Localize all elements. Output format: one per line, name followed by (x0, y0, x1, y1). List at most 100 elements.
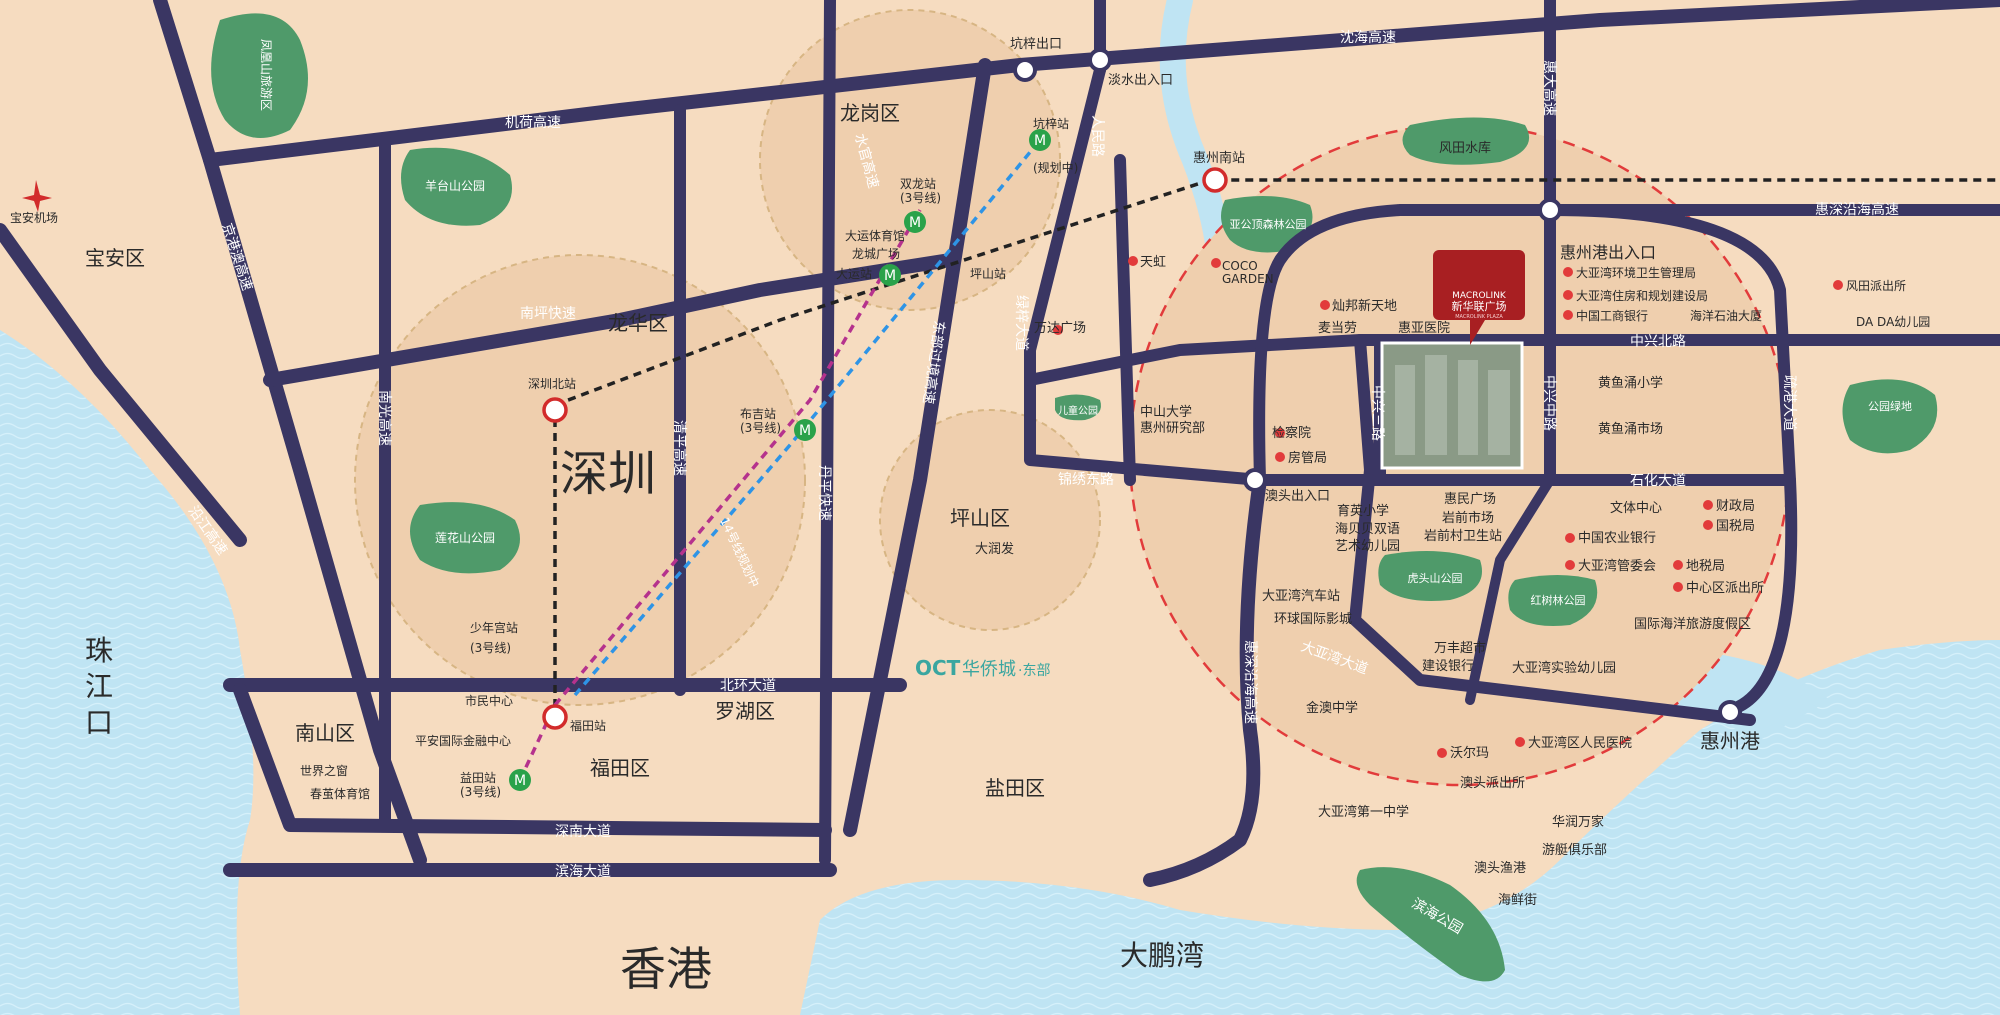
road-label-zhongxing-zhong: 中兴中路 (1541, 375, 1557, 431)
label-huizhougang: 惠州港 (1700, 729, 1760, 753)
sea (0, 330, 2000, 1015)
road-label-nanping: 南坪快速 (520, 306, 576, 322)
station-label-yitian: 益田站(3号线) (460, 771, 501, 799)
zhujiangkou-1: 珠 (85, 634, 113, 667)
poi-guanweihui: 大亚湾管委会 (1578, 558, 1656, 574)
railway-stations (542, 167, 1228, 730)
station-label-pingan: 平安国际金融中心 (415, 733, 511, 748)
poi-huimin: 惠民广场 (1444, 492, 1496, 507)
road-label-renmin: 人民路 (1089, 115, 1105, 157)
road-label-zhongxing-san: 中兴三路 (1369, 385, 1385, 441)
poi-cinema: 环球国际影城 (1274, 612, 1352, 627)
poi-zhongshan: 中山大学惠州研究部 (1140, 404, 1205, 436)
svg-text:M: M (514, 773, 526, 789)
label-hongkong: 香港 (620, 942, 712, 996)
parks (211, 13, 1938, 982)
zhongshan-line1: 中山大学 (1140, 404, 1192, 420)
station-label-dayun-gym: 大运体育馆 (845, 228, 905, 243)
poi-dada: DA DA幼儿园 (1856, 315, 1930, 329)
station-label-buji: 布吉站(3号线) (740, 407, 781, 435)
road-label-huishen-yanhai-top: 惠深沿海高速 (1815, 201, 1899, 218)
station-label-shijiezhichuang: 世界之窗 (300, 764, 348, 778)
road-label-shennan: 深南大道 (555, 824, 611, 840)
poi-no1-middle: 大亚湾第一中学 (1318, 804, 1409, 820)
station-label-longcheng: 龙城广场 (852, 247, 900, 261)
road-label-huida: 惠大高速 (1541, 60, 1558, 116)
kengzi-line2: (规划中) (1033, 160, 1078, 175)
poi-ccb: 建设银行 (1422, 659, 1474, 674)
park-label-children: 儿童公园 (1058, 404, 1098, 417)
buji-line1: 布吉站 (740, 407, 776, 421)
poi-wanfeng: 万丰超市 (1434, 640, 1486, 656)
poi-resort: 国际海洋旅游度假区 (1634, 616, 1751, 632)
park-label-yaqing: 亚公顶森林公园 (1230, 217, 1307, 231)
park-label-fenghuangshan: 凤凰山旅游区 (259, 39, 273, 111)
buji-line2: (3号线) (740, 421, 781, 435)
station-label-shaoniangong: 少年宫站(3号线) (470, 620, 518, 655)
label-futian: 福田区 (590, 756, 650, 780)
road-label-binhai: 滨海大道 (555, 864, 611, 880)
poi-hy-market: 黄鱼涌市场 (1598, 421, 1663, 437)
poi-guoshui: 国税局 (1716, 519, 1755, 534)
road-label-lvzi: 绿梓大道 (1013, 295, 1029, 351)
poi-abc: 中国农业银行 (1578, 531, 1656, 546)
poi-cnooc: 海洋石油大厦 (1690, 308, 1762, 323)
label-pingshan: 坪山区 (950, 506, 1010, 530)
airport-icon (22, 180, 52, 212)
poi-caizheng: 财政局 (1716, 499, 1755, 514)
road-label-jinxiu-dong: 锦绣东路 (1058, 471, 1114, 488)
coco-line2: GARDEN (1222, 272, 1274, 286)
shuanglong-line1: 双龙站 (900, 177, 936, 191)
poi-haibeibei: 海贝贝双语艺术幼儿园 (1335, 522, 1400, 554)
yitian-line1: 益田站 (460, 771, 496, 785)
svg-text:M: M (909, 215, 921, 231)
poi-fengtian-police: 风田派出所 (1846, 279, 1906, 293)
station-label-shenzhen-north: 深圳北站 (528, 377, 576, 391)
road-label-shihua: 石化大道 (1630, 473, 1686, 489)
project-logo-en: MACROLINK (1452, 291, 1507, 301)
poi-housing: 大亚湾住房和规划建设局 (1576, 288, 1708, 303)
svg-text:M: M (799, 423, 811, 439)
label-longgang: 龙岗区 (840, 101, 900, 125)
coco-line1: COCO (1222, 259, 1258, 273)
road-label-jihe: 机荷高速 (505, 114, 561, 131)
station-label-huizhougang-exit: 惠州港出入口 (1560, 243, 1656, 262)
oct-cn: 华侨城 (962, 659, 1016, 680)
project-marker (1380, 250, 1525, 470)
project-logo-sub: MACROLINK PLAZA (1455, 314, 1503, 320)
label-luohu: 罗湖区 (715, 699, 775, 723)
park-label-green: 公园绿地 (1868, 399, 1912, 413)
poi-hospital: 大亚湾区人民医院 (1528, 735, 1632, 751)
road-label-nanguang: 南光高速 (376, 390, 393, 446)
label-nanshan: 南山区 (295, 721, 355, 745)
label-longhua: 龙华区 (608, 311, 668, 335)
poi-yanqian-clinic: 岩前村卫生站 (1424, 528, 1502, 544)
station-label-danshui-exit: 淡水出入口 (1108, 73, 1173, 88)
road-label-shuigang: 疏港大道 (1781, 375, 1797, 431)
station-label-chunjian: 春茧体育馆 (310, 786, 370, 801)
poi-mcd: 麦当劳 (1318, 320, 1357, 336)
zhujiangkou-3: 口 (85, 706, 113, 739)
poi-walmart: 沃尔玛 (1450, 746, 1489, 761)
poi-dayunfa: 大润发 (975, 541, 1014, 557)
poi-wenti: 文体中心 (1610, 501, 1662, 516)
label-yantian: 盐田区 (985, 776, 1045, 800)
road-label-huishen-yanhai: 惠深沿海高速 (1242, 640, 1259, 724)
poi-env: 大亚湾环境卫生管理局 (1576, 265, 1696, 280)
poi-shiyan-kg: 大亚湾实验幼儿园 (1512, 660, 1616, 676)
poi-aotou-fish: 澳头渔港 (1474, 860, 1526, 876)
label-shenzhen: 深圳 (560, 446, 656, 502)
road-label-beihuan: 北环大道 (720, 678, 776, 694)
station-label-kengzi-exit: 坑梓出口 (1010, 37, 1062, 52)
poi-seafood: 海鲜街 (1498, 893, 1537, 908)
road-label-shenhai: 沈海高速 (1340, 29, 1396, 46)
poi-icbc: 中国工商银行 (1576, 308, 1648, 323)
park-label-yangtaishan: 羊台山公园 (425, 178, 485, 193)
poi-jinao: 金澳中学 (1306, 700, 1358, 716)
oct-east: ·东部 (1018, 663, 1050, 679)
poi-wanda: 万达广场 (1034, 321, 1086, 336)
poi-huiya: 惠亚医院 (1398, 321, 1450, 336)
poi-zhongxin-police: 中心区派出所 (1686, 581, 1764, 596)
poi-dishui: 地税局 (1686, 559, 1725, 574)
